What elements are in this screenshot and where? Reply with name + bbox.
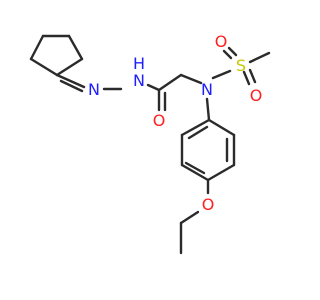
atom-label-oxygen-ether: O (202, 195, 215, 214)
bond-ch2-n (179, 73, 203, 85)
bond-n-s (211, 69, 232, 80)
bond-s-o-lower-b (248, 68, 257, 84)
molecule-structure-diagram: N N H O N S O O O (29, 32, 271, 255)
bond-benzene-4 (180, 163, 210, 182)
bond-ring-4 (29, 34, 45, 61)
atom-label-oxygen-sulfonyl-lower: O (250, 86, 263, 105)
atom-label-oxygen-carbonyl: O (153, 111, 166, 130)
atom-labels: N N H O N S O O O (88, 32, 262, 214)
atom-label-nitrogen-hydrazide: N (133, 71, 145, 90)
atom-label-nitrogen-sulfonamide: N (201, 80, 213, 99)
bond-benzene-6 (180, 118, 211, 137)
atom-label-hydrogen: H (133, 54, 145, 73)
bond-benzene-inner-2 (184, 161, 206, 175)
atom-label-nitrogen-imine: N (88, 80, 100, 99)
bond-ring-5 (29, 57, 59, 77)
bond-ether-ch2 (179, 210, 200, 225)
bond-c-n-double-a (55, 73, 86, 89)
bond-s-o-upper-a (222, 49, 233, 60)
atom-label-sulfur: S (236, 56, 246, 75)
bond-benzene-3 (206, 163, 236, 182)
bond-s-o-lower-a (242, 70, 251, 86)
bond-benzene-inner-3 (187, 125, 209, 140)
bond-c-n-double-b (59, 79, 84, 93)
bond-lines (29, 34, 271, 255)
bond-ring-1 (55, 57, 84, 77)
bond-nh-carbonyl (146, 83, 161, 92)
bond-benzene-1 (207, 118, 236, 137)
bond-ring-2 (67, 34, 84, 61)
atom-label-oxygen-sulfonyl-upper: O (215, 32, 228, 51)
bond-s-o-upper-b (227, 46, 238, 57)
bond-carbonyl-ch2 (157, 73, 183, 92)
bond-s-methyl (248, 51, 271, 64)
bond-n-ring (205, 97, 211, 122)
